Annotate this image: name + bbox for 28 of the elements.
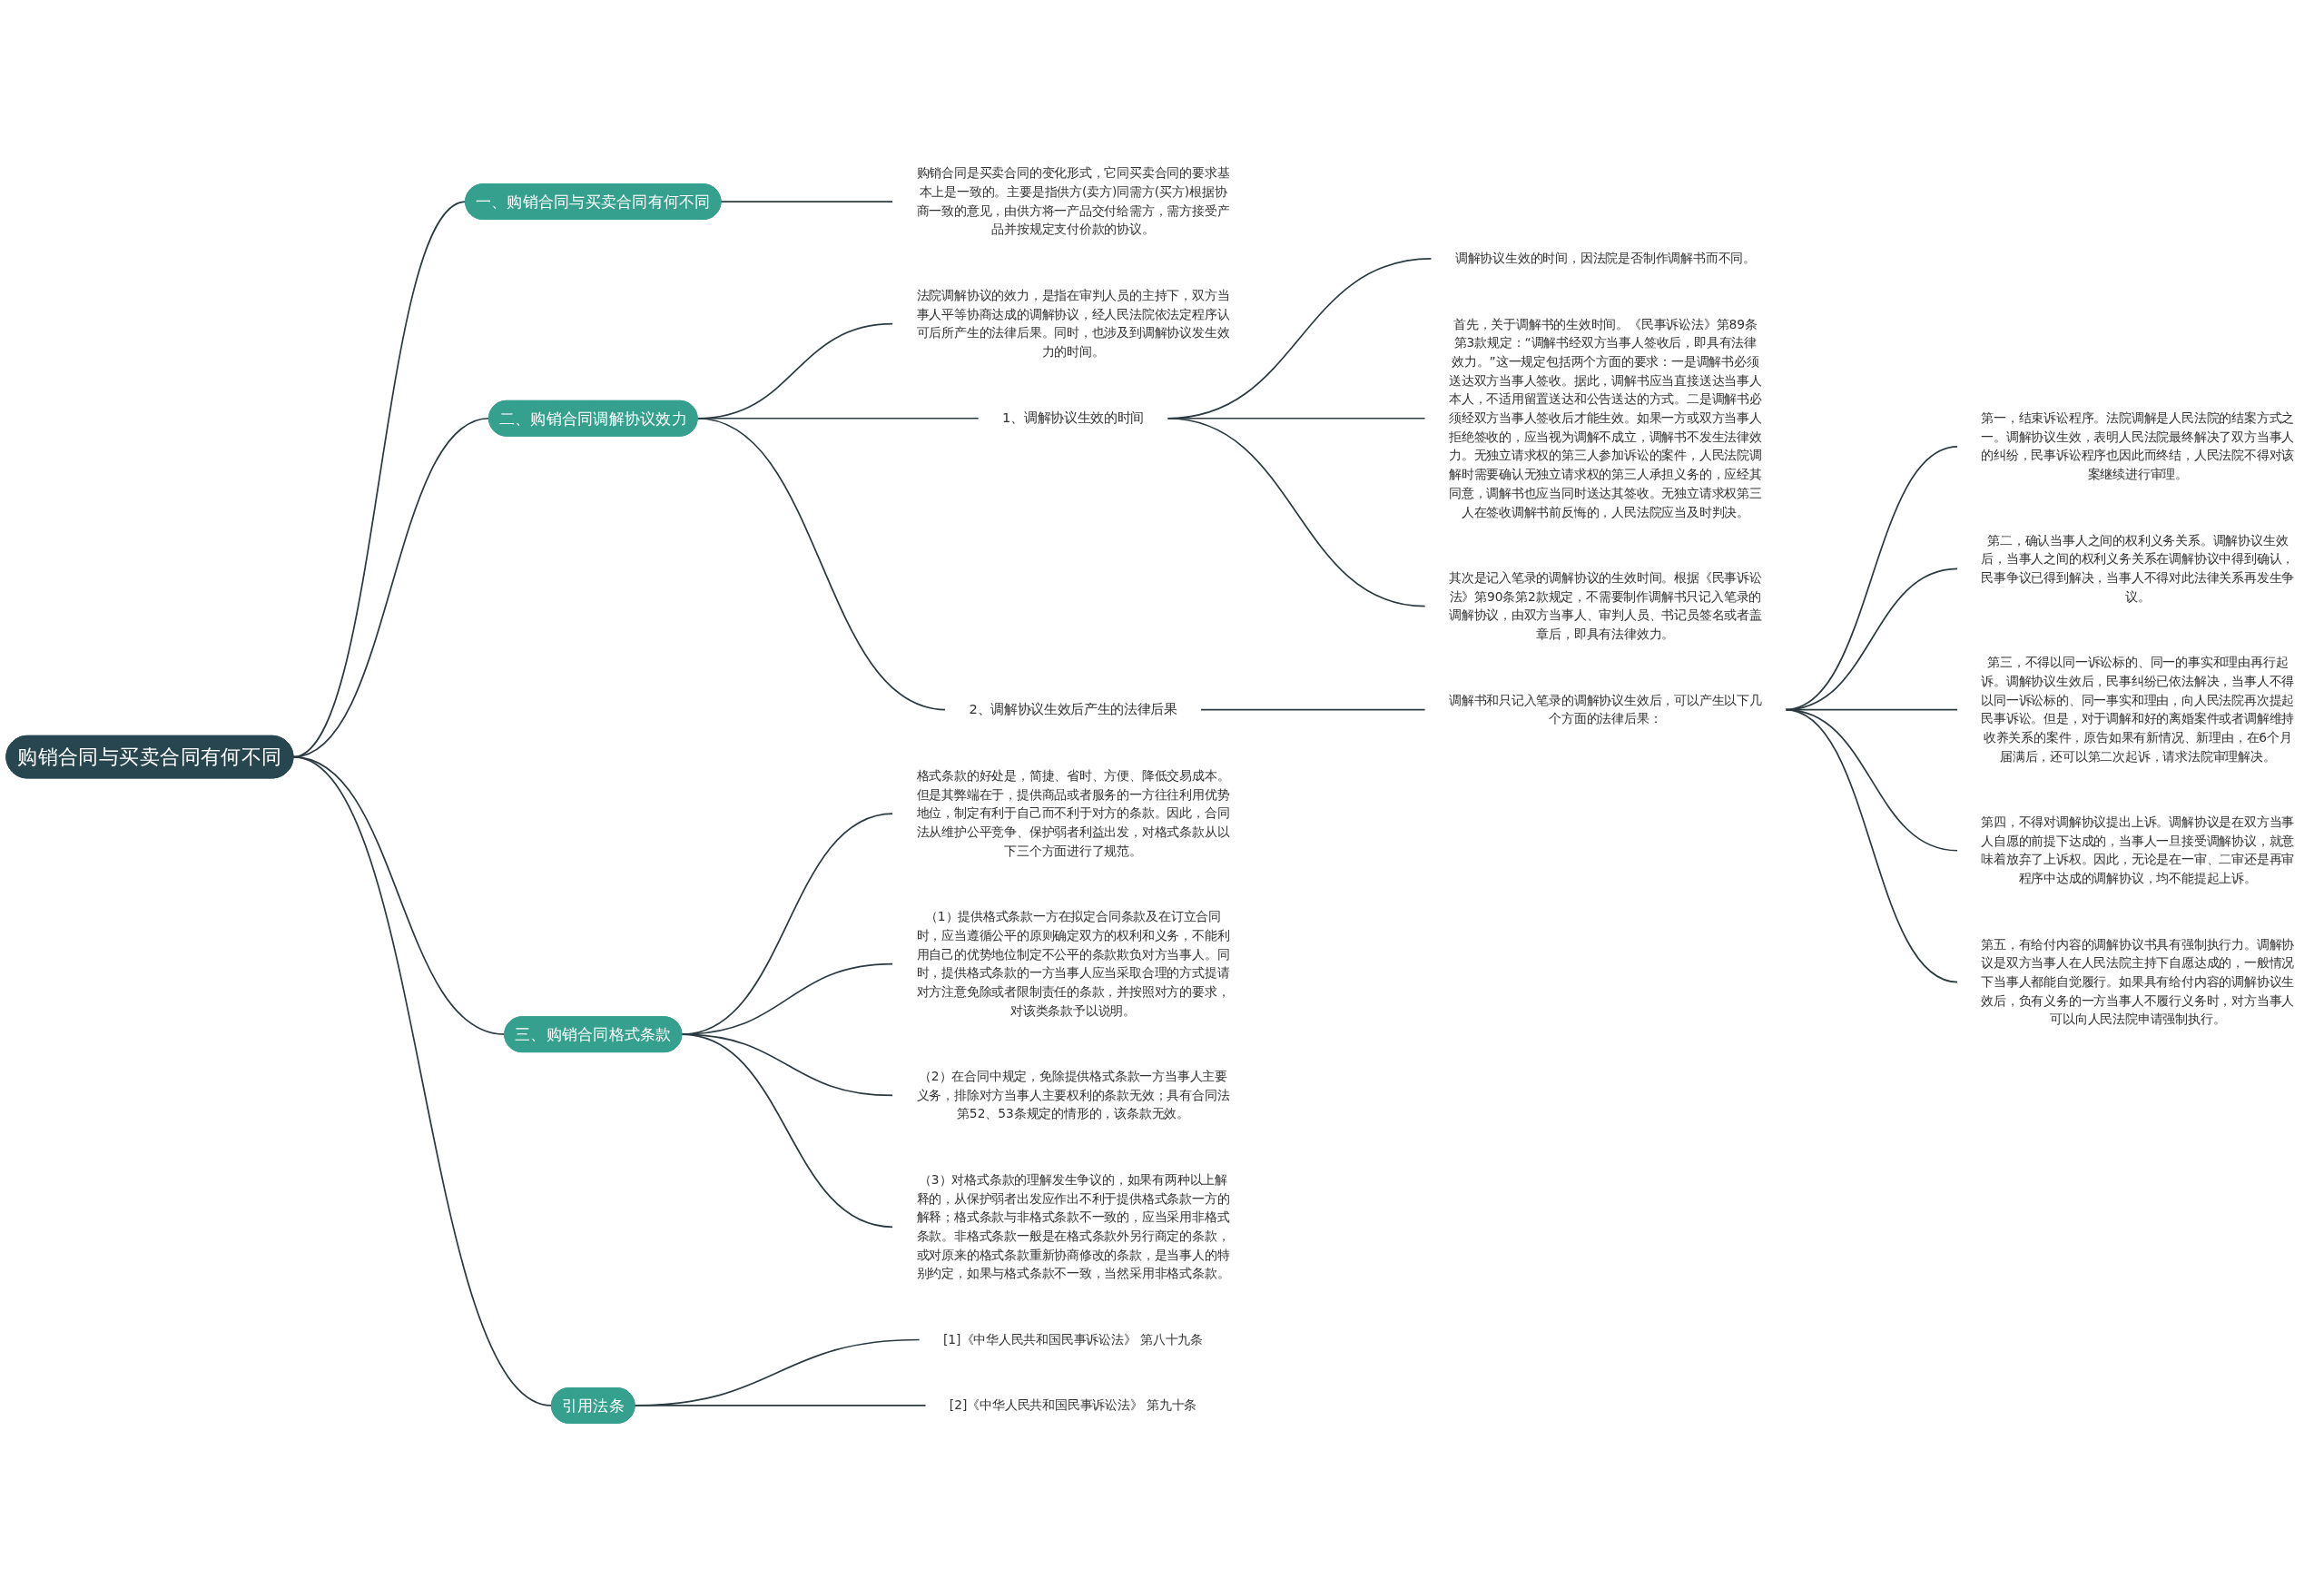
node-text: 第五，有给付内容的调解协议书具有强制执行力。调解协议是双方当事人在人民法院主持下自愿达成的，一般情况下当事人都能自觉履行。如果具有给付内容的调解协议生效后，负有义务的一方当事人不履行义务时，对方当事人可以向人民法院申请强制执行。 (1981, 936, 2295, 1027)
node-text: 1、调解协议生效的时间 (1002, 410, 1144, 426)
node-text: 2、调解协议生效后产生的法律后果 (969, 701, 1177, 717)
node-text: （2）在合同中规定，免除提供格式条款一方当事人主要义务，排除对方当事人主要权利的条款无效；具有合同法第52、53条规定的情形的，该条款无效。 (916, 1069, 1230, 1121)
node-text: 第二，确认当事人之间的权利义务关系。调解协议生效后，当事人之间的权利义务关系在调解协议中得到确认，民事争议已得到解决，当事人不得对此法律关系再发生争议。 (1981, 532, 2295, 605)
connector (680, 1033, 894, 1229)
connector (720, 201, 894, 202)
node-text: 第四，不得对调解协议提出上诉。调解协议是在双方当事人自愿的前提下达成的，当事人一旦接受调解协议，就意味着放弃了上诉权。因此，无论是在一审、二审还是再审程序中达成的调解协议，均不能提起上诉。 (1981, 814, 2295, 886)
node-text: [2]《中华人民共和国民事诉讼法》 第九十条 (949, 1397, 1197, 1413)
node-text: （3）对格式条款的理解发生争议的，如果有两种以上解释的，从保护弱者出发应作出不利于提供格式条款一方的解释；格式条款与非格式条款不一致的，应当采用非格式条款。非格式条款一般是在格式条款外另行商定的条款，或对原来的格式条款重新协商修改的条款，是当事人的特别约定，如果与格式条款不一致，当然采用非格式条款。 (916, 1171, 1230, 1281)
node-text: [1]《中华人民共和国民事诉讼法》 第八十九条 (942, 1331, 1204, 1347)
connector (696, 417, 947, 711)
node-text: 其次是记入笔录的调解协议的生效时间。根据《民事诉讼法》第90条第2款规定，不需要制作调解书只记入笔录的调解协议，由双方当事人、审判人员、书记员签名或者盖章后，即具有法律效力。 (1448, 570, 1762, 642)
node-text: 调解书和只记入笔录的调解协议生效后，可以产生以下几个方面的法律后果： (1448, 692, 1762, 726)
node-text: 格式条款的好处是，简捷、省时、方便、降低交易成本。但是其弊端在于，提供商品或者服务的一方往往利用优势地位，制定有利于自己而不利于对方的条款。因此，合同法从维护公平竞争、保护弱者利益出发，对格式条款从以下三个方面进行了规范。 (916, 768, 1230, 859)
node-text: 购销合同是买卖合同的变化形式，它同买卖合同的要求基本上是一致的。主要是指供方(卖方)同需方(买方)根据协商一致的意见，由供方将一产品交付给需方，需方接受产品并按规定支付价款的协议。 (916, 165, 1230, 237)
node-text: 第三，不得以同一诉讼标的、同一的事实和理由再行起诉。调解协议生效后，民事纠纷已依法解决，当事人不得以同一诉讼标的、同一事实和理由，向人民法院再次提起民事诉讼。但是，对于调解和好的离婚案件或者调解维持收养关系的案件，原告如果有新情况、新理由，在6个月届满后，还可以第二次起诉，请求法院审理解决。 (1981, 655, 2295, 765)
connector (1199, 708, 1426, 711)
connector (292, 417, 490, 758)
node-text: 第一，结束诉讼程序。法院调解是人民法院的结案方式之一。调解协议生效，表明人民法院最终解决了双方当事人的纠纷，民事诉讼程序也因此而终结，人民法院不得对该案继续进行审理。 (1981, 410, 2295, 482)
node-text: 法院调解协议的效力，是指在审判人员的主持下，双方当事人平等协商达成的调解协议，经人民法院依法定程序认可后所产生的法律后果。同时，也涉及到调解协议发生效力的时间。 (916, 287, 1230, 360)
node-text: 首先，关于调解书的生效时间。《民事诉讼法》第89条第3款规定：“调解书经双方当事人签收后，即具有法律效力。”这一规定包括两个方面的要求：一是调解书必须送达双方当事人签收。据此，调解书应当直接送达当事人本人，不适用留置送达和公告送达的方式。二是调解书必须经双方当事人签收后才能生效。如果一方或双方当事人拒绝签收的，应当视为调解不成立，调解书不发生法律效力。无独立请求权的第三人参加诉讼的案件，人民法院调解时需要确认无独立请求权的第三人承担义务的，应经其同意，调解书也应当同时送达其签收。无独立请求权第三人在签收调解书前反悔的，人民法院应当及时判决。 (1448, 316, 1762, 519)
node-text: 调解协议生效的时间，因法院是否制作调解书而不同。 (1454, 251, 1756, 266)
connector (1166, 417, 1426, 607)
connector (634, 1405, 927, 1406)
connector (1784, 708, 1959, 983)
connector (292, 755, 553, 1406)
node-text: （1）提供格式条款一方在拟定合同条款及在订立合同时，应当遵循公平的原则确定双方的权利和义务，不能利用自己的优势地位制定不公平的条款欺负对方当事人。同时，提供格式条款的一方当事人应当采取合理的方式提请对方注意免除或者限制责任的条款，并按照对方的要求，对该类条款予以说明。 (916, 909, 1230, 1019)
